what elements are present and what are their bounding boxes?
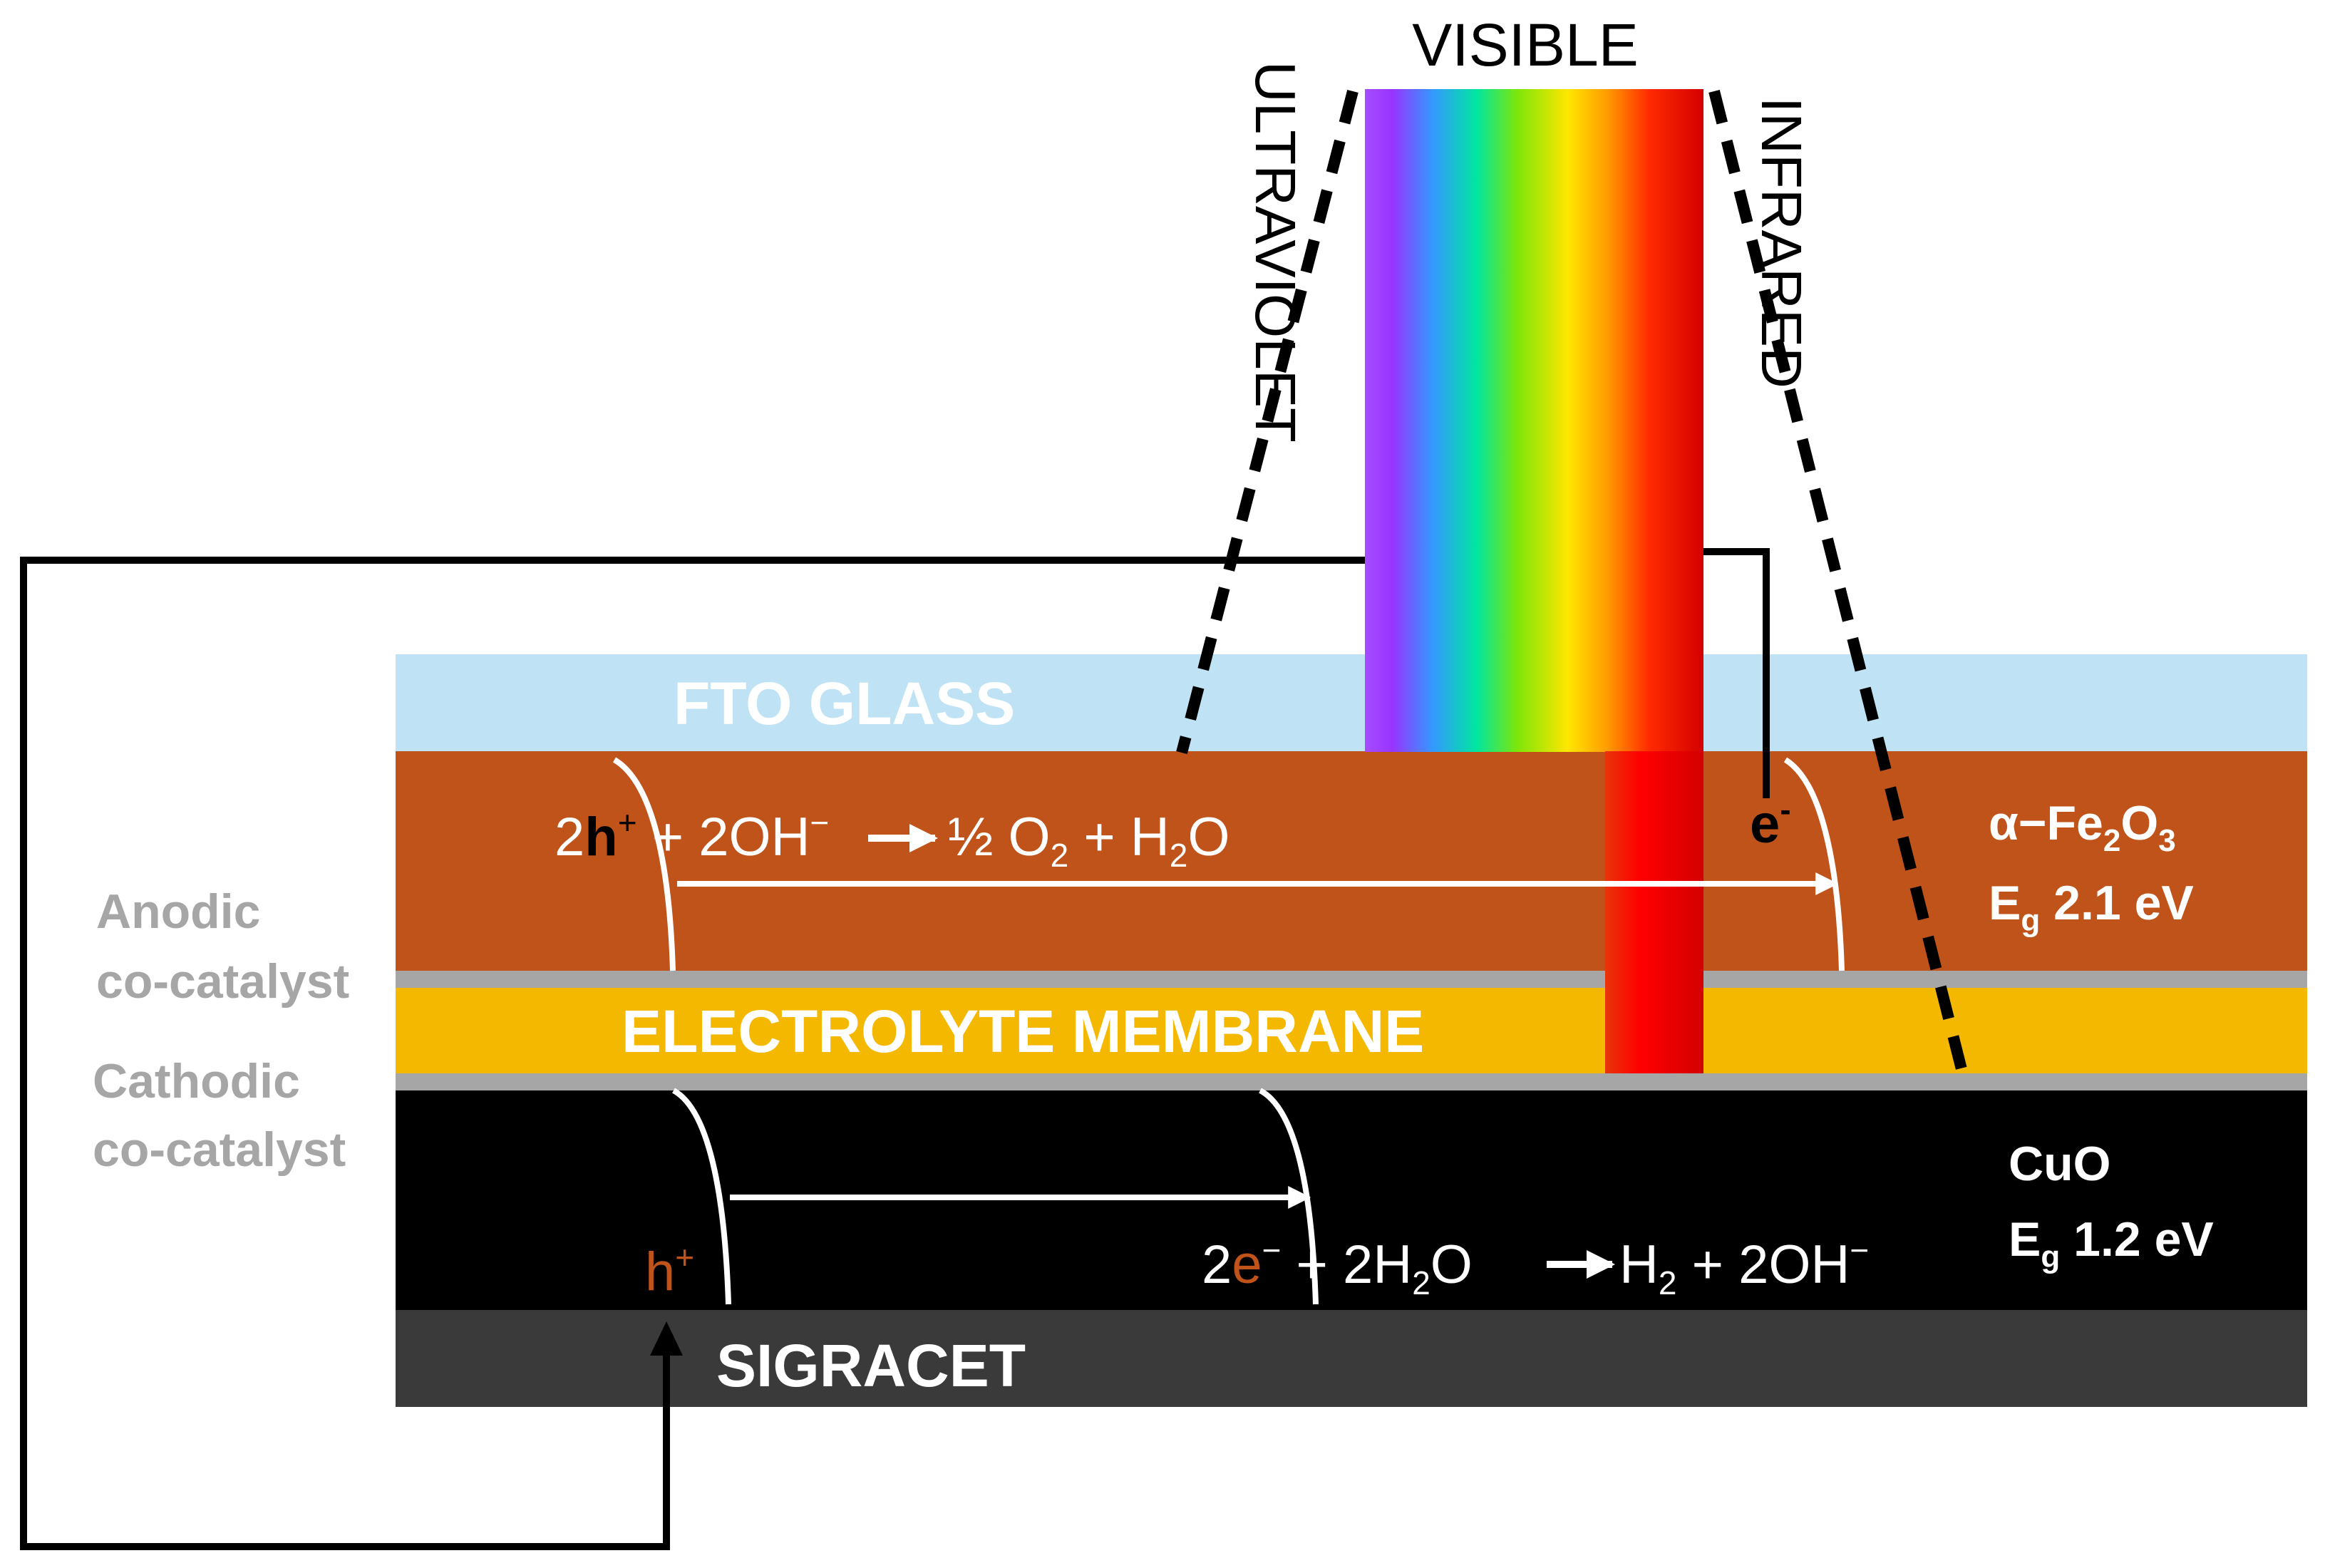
electron-contact-wire: [1703, 548, 1770, 798]
cuo-layer: [396, 1090, 2307, 1310]
cathode-reaction-left: 2e− + 2H2O: [1202, 1232, 1473, 1301]
red-light-band: [1605, 751, 1703, 1073]
cathodic-separator: [396, 1073, 2307, 1090]
ultraviolet-boundary-dashed: [1176, 89, 1359, 755]
fto-glass-label: FTO GLASS: [674, 670, 1015, 737]
cathode-hole-label: h+: [645, 1239, 694, 1302]
fto-glass-layer: [396, 654, 2307, 751]
circuit-arrow-head: [650, 1321, 683, 1356]
sigracet-layer: [396, 1310, 2307, 1407]
hematite-bandgap-label: Eg 2.1 eV: [1989, 876, 2194, 938]
external-circuit-wire: [20, 557, 1365, 1550]
hematite-layer: [396, 751, 2307, 971]
anode-reaction-right: ½ O2 + H2O: [948, 807, 1229, 874]
light-spectrum-beam: [1365, 89, 1703, 752]
anode-reaction-left: 2h+ + 2OH−: [555, 804, 829, 867]
hematite-right-band-curve: [1783, 757, 1845, 971]
cathodic-co-catalyst-label: Cathodic co-catalyst: [93, 1054, 346, 1177]
cuo-material-label: CuO: [2009, 1137, 2111, 1191]
hematite-left-band-curve: [612, 757, 676, 971]
cuo-right-band-curve: [1258, 1088, 1319, 1305]
visible-label: VISIBLE: [1412, 11, 1639, 78]
cuo-left-band-curve: [671, 1088, 731, 1305]
anode-electron-label: e-: [1750, 791, 1791, 855]
cathode-reaction-right: H2 + 2OH−: [1619, 1232, 1869, 1301]
ultraviolet-label: ULTRAVIOLET: [1244, 61, 1307, 443]
hematite-material-label: α−Fe2O3: [1989, 796, 2176, 858]
sigracet-label: SIGRACET: [716, 1332, 1026, 1399]
cuo-bandgap-label: Eg 1.2 eV: [2009, 1212, 2214, 1274]
anodic-separator: [396, 971, 2307, 988]
electrolyte-membrane-layer: [396, 988, 2307, 1073]
infrared-boundary-dashed: [1708, 90, 1967, 1071]
infrared-label: INFRARED: [1750, 97, 1813, 388]
electrolyte-membrane-label: ELECTROLYTE MEMBRANE: [622, 998, 1424, 1065]
anodic-co-catalyst-label: Anodic co-catalyst: [96, 884, 349, 1009]
